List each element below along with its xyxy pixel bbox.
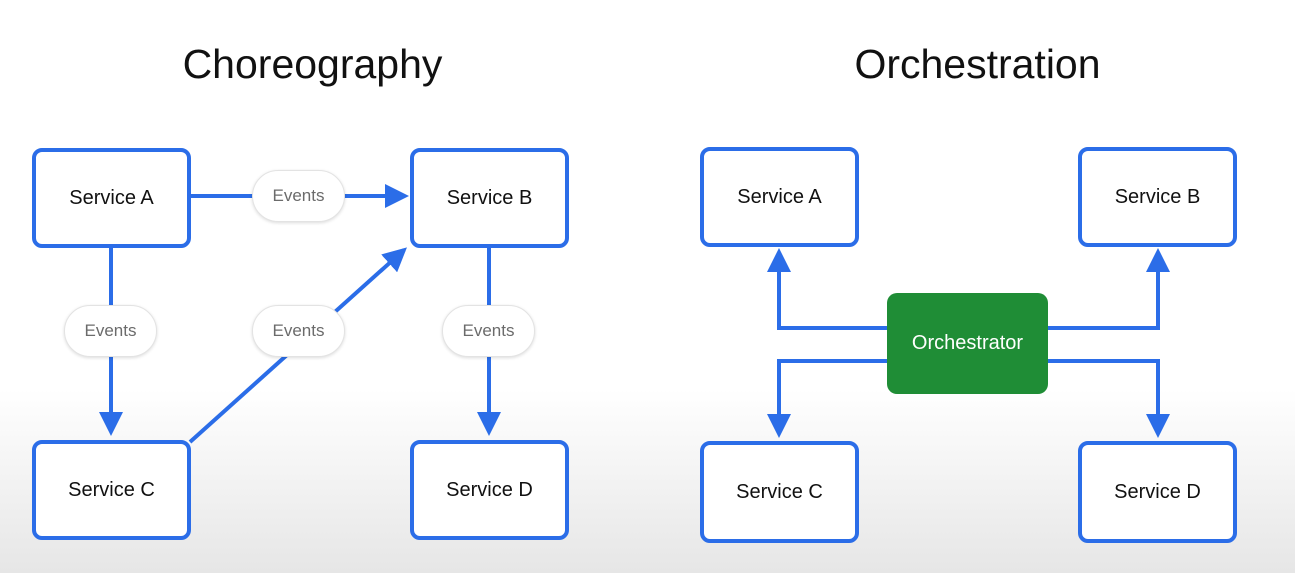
event-label-a-to-b: Events	[252, 170, 345, 222]
choreography-title: Choreography	[182, 41, 443, 87]
event-label-a-to-c: Events	[64, 305, 157, 357]
event-label-c-to-b: Events	[252, 305, 345, 357]
orchestrator-node: Orchestrator	[887, 293, 1048, 394]
arrow-orchestrator-to-a	[767, 248, 887, 330]
choreo-service-d: Service D	[410, 440, 569, 540]
orch-service-c: Service C	[700, 441, 859, 543]
orch-service-d: Service D	[1078, 441, 1237, 543]
orch-service-a: Service A	[700, 147, 859, 247]
arrow-orchestrator-to-d	[1048, 359, 1170, 438]
choreo-service-c: Service C	[32, 440, 191, 540]
choreo-service-b: Service B	[410, 148, 569, 248]
event-label-b-to-d: Events	[442, 305, 535, 357]
orchestration-title: Orchestration	[854, 41, 1101, 87]
arrow-orchestrator-to-b	[1048, 248, 1170, 330]
choreo-service-a: Service A	[32, 148, 191, 248]
arrow-orchestrator-to-c	[767, 359, 887, 438]
orch-service-b: Service B	[1078, 147, 1237, 247]
